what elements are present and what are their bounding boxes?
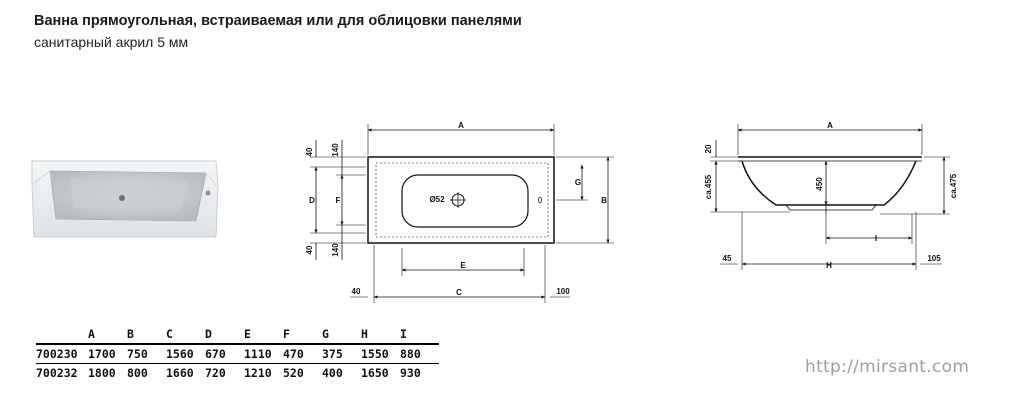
side-dim-label-ca455: ca.455 <box>704 174 713 199</box>
page-subtitle: санитарный акрил 5 мм <box>34 34 189 50</box>
side-dim-label-I: I <box>875 234 877 243</box>
table-cell: 400 <box>322 366 343 380</box>
table-cell: 750 <box>127 347 148 361</box>
side-dim-label-H: H <box>826 261 832 270</box>
side-dim-label-ca475: ca.475 <box>949 173 958 198</box>
dim-label-E: E <box>460 261 466 270</box>
side-view-labels: A H I 20 ca.455 450 ca.475 45 105 <box>704 121 958 270</box>
drain-diameter-label: Ø52 <box>429 195 445 204</box>
dim-label-B: B <box>601 196 607 205</box>
table-cell: 1650 <box>361 366 389 380</box>
table-cell: 520 <box>283 366 304 380</box>
side-dim-label-45: 45 <box>723 254 732 263</box>
page-title: Ванна прямоугольная, встраиваемая или дл… <box>34 13 522 29</box>
table-cell: 470 <box>283 347 304 361</box>
table-header-cell: D <box>205 327 212 341</box>
bathtub-photo <box>31 160 219 238</box>
side-dim-label-105: 105 <box>927 254 941 263</box>
dim-label-F: F <box>336 196 341 205</box>
dim-label-D: D <box>309 196 315 205</box>
dim-label-G: G <box>575 178 581 187</box>
table-header-cell: F <box>283 327 290 341</box>
table-cell: 930 <box>400 366 421 380</box>
table-cell: 720 <box>205 366 226 380</box>
table-cell: 1660 <box>166 366 194 380</box>
table-cell: 1210 <box>244 366 272 380</box>
side-dim-label-450: 450 <box>815 177 824 191</box>
side-dim-label-20: 20 <box>704 144 713 153</box>
dim-label-A: A <box>458 121 464 130</box>
table-header-cell: E <box>244 327 251 341</box>
dim-label-140-top: 140 <box>331 143 340 157</box>
watermark: http://mirsant.com <box>805 357 970 377</box>
dim-label-40-top: 40 <box>305 147 314 156</box>
dim-label-140-bottom: 140 <box>331 243 340 257</box>
table-header-cell: C <box>166 327 173 341</box>
dim-label-C: C <box>456 288 462 297</box>
table-header-cell <box>36 325 88 344</box>
table-cell: 375 <box>322 347 343 361</box>
table-cell: 1700 <box>88 347 116 361</box>
table-header-cell: A <box>88 327 95 341</box>
table-header-cell: I <box>400 327 407 341</box>
table-row: 700232 1800 800 1660 720 1210 520 400 16… <box>36 363 439 383</box>
table-cell: 1800 <box>88 366 116 380</box>
table-cell: 1550 <box>361 347 389 361</box>
table-header-cell: B <box>127 327 134 341</box>
dim-label-40-bottom: 40 <box>305 245 314 254</box>
side-dim-label-A: A <box>827 121 833 130</box>
table-cell: 880 <box>400 347 421 361</box>
table-header-row: A B C D E F G H I <box>36 325 439 344</box>
table-cell-article: 700232 <box>36 366 78 380</box>
table-cell: 670 <box>205 347 226 361</box>
top-view <box>310 124 614 303</box>
dim-label-40-left: 40 <box>352 287 361 296</box>
table-cell: 1560 <box>166 347 194 361</box>
table-cell-article: 700230 <box>36 347 78 361</box>
table-cell: 1110 <box>244 347 272 361</box>
dimensions-table: A B C D E F G H I 700230 1700 750 1560 6… <box>36 325 439 382</box>
table-header-cell: G <box>322 327 329 341</box>
table-cell: 800 <box>127 366 148 380</box>
table-header-cell: H <box>361 327 368 341</box>
top-view-labels: A C E B G D F 40 140 40 140 40 100 Ø52 <box>305 121 607 297</box>
side-view <box>710 124 950 270</box>
table-row: 700230 1700 750 1560 670 1110 470 375 15… <box>36 344 439 364</box>
dim-label-100-right: 100 <box>556 287 570 296</box>
